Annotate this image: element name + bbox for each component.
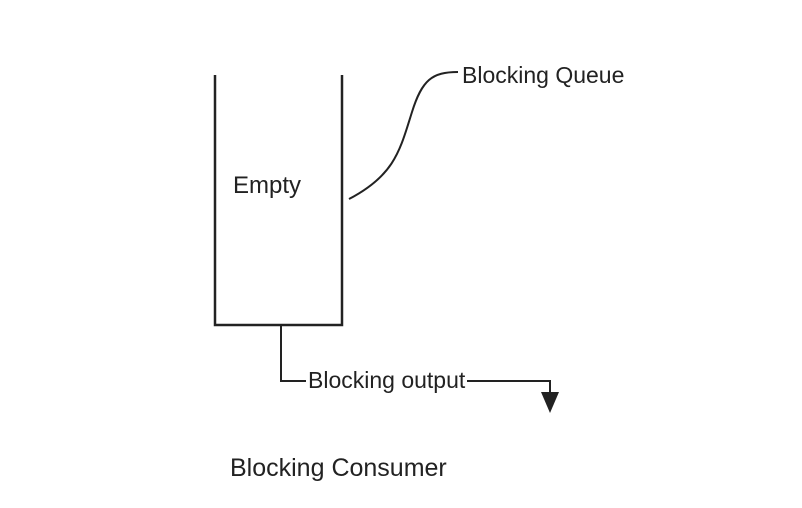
- consumer-label: Blocking Consumer: [230, 454, 447, 482]
- queue-container: [213, 75, 344, 327]
- queue-state-label: Empty: [233, 172, 302, 199]
- arrow-down-icon: [541, 392, 559, 413]
- output-label: Blocking output: [306, 367, 468, 393]
- queue-label: Blocking Queue: [462, 62, 625, 88]
- queue-callout-line: [348, 71, 459, 200]
